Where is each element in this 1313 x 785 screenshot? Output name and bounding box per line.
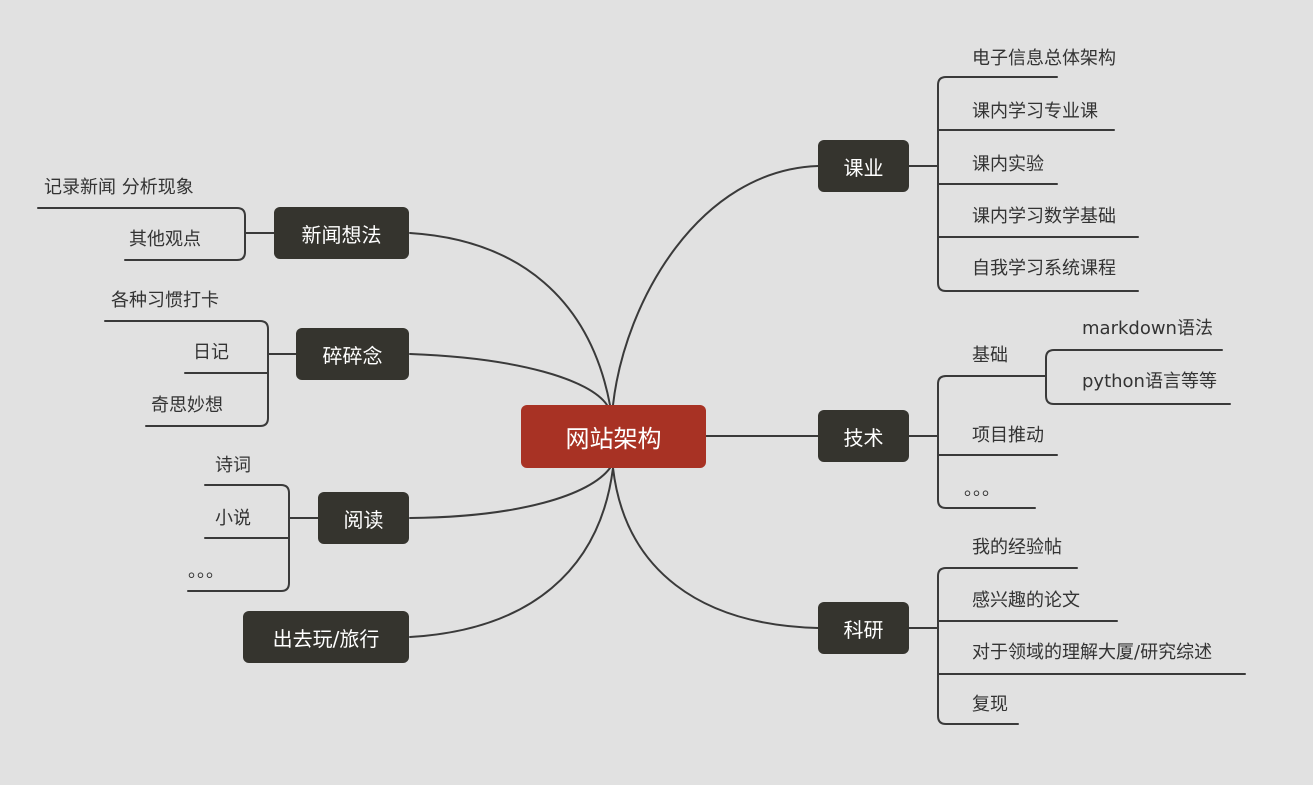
leaf-yuedu-3[interactable]: 。。。 <box>188 561 224 582</box>
leaf-suisui-3[interactable]: 奇思妙想 <box>151 395 223 416</box>
leaf-xinwen-2[interactable]: 其他观点 <box>129 229 201 250</box>
branch-label-chuqu: 出去玩/旅行 <box>272 626 380 651</box>
branch-node-kecheng[interactable]: 课业 <box>818 140 909 192</box>
branch-label-jishu: 技术 <box>843 425 884 450</box>
leaf-kecheng-3[interactable]: 课内实验 <box>972 154 1044 175</box>
link-root-xinwen <box>409 232 611 406</box>
leaf-kecheng-4[interactable]: 课内学习数学基础 <box>972 206 1116 227</box>
leaf-kecheng-2[interactable]: 课内学习专业课 <box>972 101 1098 122</box>
branch-node-jishu[interactable]: 技术 <box>818 410 909 462</box>
link-root-kecheng <box>612 165 819 406</box>
link-root-keyan <box>612 467 819 629</box>
leaf-keyan-4[interactable]: 复现 <box>972 694 1008 715</box>
branch-label-kecheng: 课业 <box>843 155 884 180</box>
branch-label-xinwen: 新闻想法 <box>301 222 382 247</box>
branch-label-yuedu: 阅读 <box>343 507 384 532</box>
root-node-label: 网站架构 <box>565 425 662 453</box>
leaf-jishu-1[interactable]: 基础 <box>972 345 1008 366</box>
leaf-yuedu-1[interactable]: 诗词 <box>215 455 251 476</box>
branch-label-suisui: 碎碎念 <box>322 343 383 368</box>
leaf-suisui-2[interactable]: 日记 <box>193 342 229 363</box>
branch-label-keyan: 科研 <box>843 617 884 642</box>
root-node[interactable]: 网站架构 <box>521 405 706 468</box>
branch-node-suisui[interactable]: 碎碎念 <box>296 328 409 380</box>
leaf-suisui-1[interactable]: 各种习惯打卡 <box>111 290 219 311</box>
branch-node-yuedu[interactable]: 阅读 <box>318 492 409 544</box>
leaf-jishu-3[interactable]: 。。。 <box>964 479 1000 500</box>
leaf-kecheng-5[interactable]: 自我学习系统课程 <box>972 258 1116 279</box>
leaf-keyan-2[interactable]: 感兴趣的论文 <box>972 590 1080 611</box>
leaf-xinwen-1[interactable]: 记录新闻 分析现象 <box>44 177 194 198</box>
leaf-yuedu-2[interactable]: 小说 <box>215 508 251 529</box>
branch-node-xinwen[interactable]: 新闻想法 <box>274 207 409 259</box>
leaf-jishu-sub-1[interactable]: markdown语法 <box>1082 318 1213 339</box>
link-root-suisui <box>409 353 608 406</box>
link-root-yuedu <box>409 467 611 519</box>
leaf-jishu-2[interactable]: 项目推动 <box>972 425 1044 446</box>
branch-node-keyan[interactable]: 科研 <box>818 602 909 654</box>
leaf-kecheng-1[interactable]: 电子信息总体架构 <box>972 48 1116 69</box>
leaf-keyan-3[interactable]: 对于领域的理解大厦/研究综述 <box>972 642 1213 663</box>
leaf-keyan-1[interactable]: 我的经验帖 <box>972 537 1062 558</box>
leaf-jishu-sub-2[interactable]: python语言等等 <box>1082 371 1217 392</box>
link-root-chuqu <box>409 467 614 638</box>
branch-node-chuqu[interactable]: 出去玩/旅行 <box>243 611 409 663</box>
